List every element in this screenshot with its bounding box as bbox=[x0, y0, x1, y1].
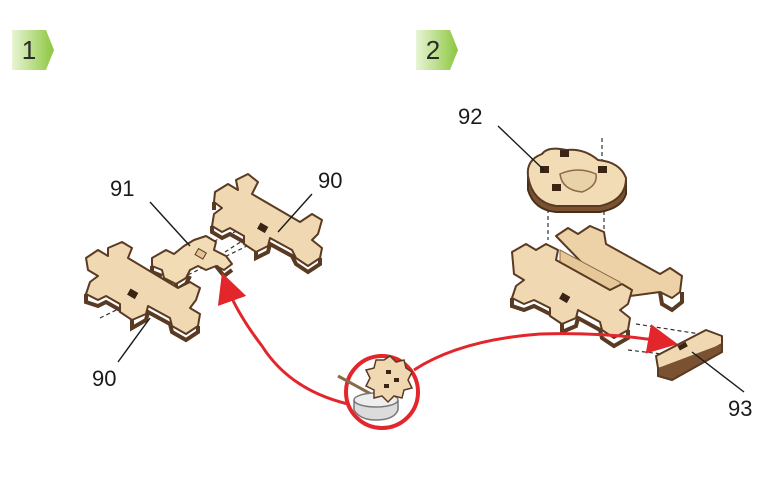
glue-pot-with-brush-and-gear-icon bbox=[337, 354, 420, 430]
step-1-badge: 1 bbox=[12, 30, 56, 70]
label-90-lower: 90 bbox=[92, 366, 116, 391]
step2-leader-lines bbox=[497, 125, 745, 393]
glue-arrows bbox=[217, 272, 678, 406]
part-90-lower bbox=[84, 241, 201, 343]
label-93: 93 bbox=[728, 396, 752, 421]
part-92 bbox=[526, 147, 628, 213]
arrow-to-step2 bbox=[413, 324, 678, 372]
label-91: 91 bbox=[110, 176, 134, 201]
arrow-to-step1 bbox=[217, 272, 349, 406]
label-92: 92 bbox=[458, 104, 482, 129]
part-93 bbox=[655, 329, 723, 382]
part-90-upper bbox=[210, 173, 323, 275]
step-1-number: 1 bbox=[21, 35, 37, 65]
step-2-number: 2 bbox=[425, 35, 441, 65]
step2-assembled-body bbox=[510, 225, 684, 349]
label-90-upper: 90 bbox=[318, 168, 342, 193]
step-2-badge: 2 bbox=[416, 30, 460, 70]
step1-leader-lines bbox=[117, 193, 313, 363]
